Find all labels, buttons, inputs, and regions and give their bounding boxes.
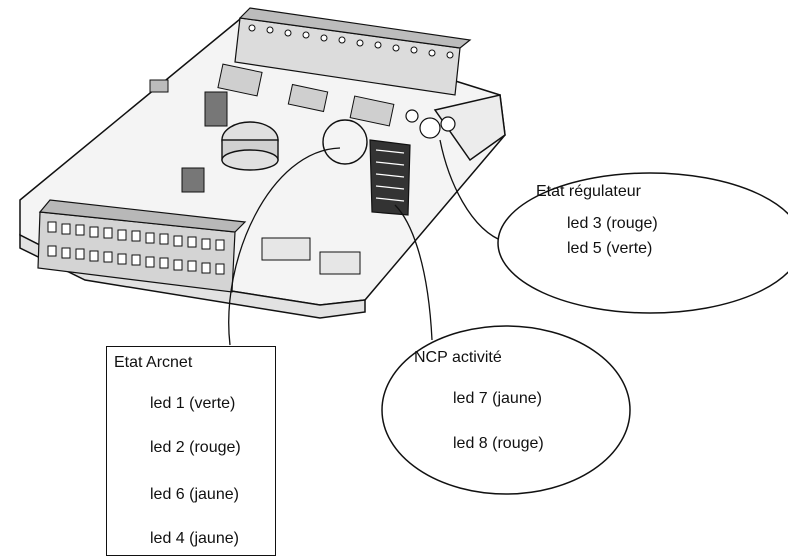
ncp-title: NCP activité — [414, 349, 502, 366]
arcnet-led-6: led 6 (jaune) — [150, 486, 239, 503]
regulateur-led-cluster — [405, 109, 456, 139]
arcnet-leader-line — [228, 147, 341, 346]
bottom-terminal-block — [37, 199, 247, 293]
leader-lines — [228, 139, 506, 346]
regulateur-led-3: led 3 (rouge) — [567, 215, 658, 232]
ncp-led-7: led 7 (jaune) — [453, 390, 542, 407]
top-terminal-screws — [248, 24, 454, 59]
regulateur-callout-ellipse — [497, 172, 788, 314]
regulateur-led-5: led 5 (verte) — [567, 240, 653, 257]
ncp-callout-ellipse — [381, 325, 631, 495]
round-component — [221, 121, 279, 171]
regulateur-leader-line — [439, 139, 506, 243]
board-connectors — [149, 63, 395, 275]
ncp-leader-line — [394, 204, 433, 341]
ncp-led-8: led 8 (rouge) — [453, 435, 544, 452]
regulateur-title: Etat régulateur — [536, 183, 641, 200]
ncp-pin-header — [369, 139, 411, 216]
arcnet-led-1: led 1 (verte) — [150, 395, 236, 412]
arcnet-led-4: led 4 (jaune) — [150, 530, 239, 547]
arcnet-led-highlight-circle — [322, 119, 368, 165]
arcnet-led-2: led 2 (rouge) — [150, 439, 241, 456]
arcnet-title: Etat Arcnet — [114, 354, 193, 371]
arcnet-callout-box — [106, 346, 276, 556]
bottom-terminal-screws — [47, 221, 225, 275]
top-terminal-block — [234, 7, 472, 96]
